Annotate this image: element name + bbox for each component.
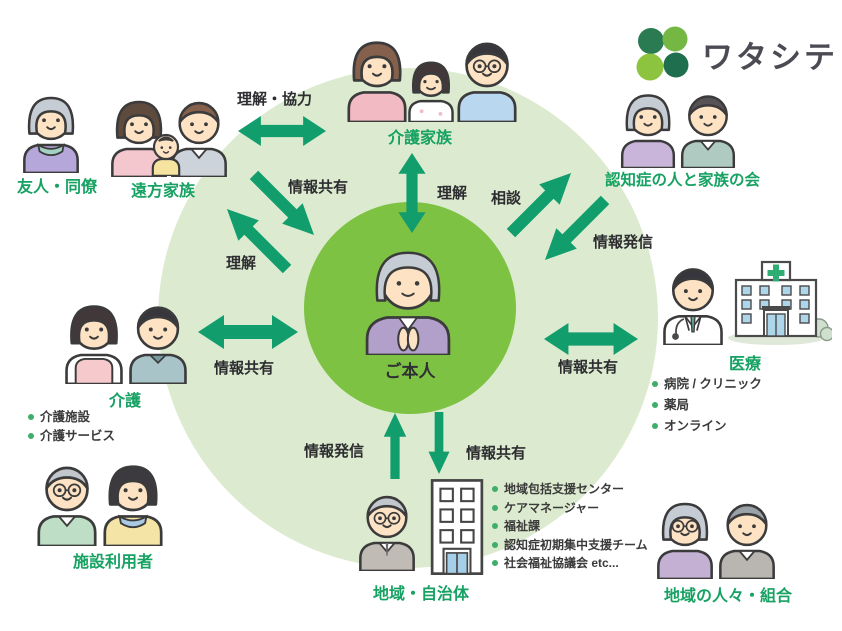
logo-clover-icon (636, 26, 689, 81)
caregiving-family-illustration (342, 28, 522, 122)
hospital-icon (726, 256, 832, 346)
arrow-medical-info-sharing (544, 323, 638, 355)
care-bullet-list: 介護施設 介護サービス (28, 408, 115, 446)
center-person-illustration (358, 230, 458, 355)
medical-bullet: 病院 / クリニック (652, 374, 762, 395)
dementia-association-label: 認知症の人と家族の会 (604, 172, 760, 189)
facility-users-label: 施設利用者 (72, 554, 153, 571)
community-label: 地域の人々・組合 (663, 588, 792, 605)
municipality-bullet: 社会福祉協議会 etc... (492, 554, 648, 573)
care-staff-illustration (60, 292, 192, 384)
arrow-label-municipality-info-out: 情報発信 (304, 443, 365, 460)
distant-family-illustration (106, 88, 232, 177)
arrow-label-medical-info-sharing: 情報共有 (558, 359, 619, 376)
facility-users-illustration (32, 452, 168, 546)
municipality-label: 地域・自治体 (372, 586, 469, 603)
care-bullet: 介護施設 (28, 408, 115, 427)
arrow-association-info (544, 195, 610, 261)
baby-illustration (151, 133, 181, 176)
arrow-association-consult (506, 172, 572, 238)
caregiving-family-label: 介護家族 (387, 130, 452, 147)
care-label: 介護 (108, 393, 141, 410)
arrow-label-family-understanding: 理解 (437, 185, 468, 202)
friends-label: 友人・同僚 (16, 179, 97, 196)
arrow-distant-understanding (226, 208, 292, 274)
community-illustration (652, 490, 780, 579)
arrow-distant-info-sharing (249, 170, 315, 236)
municipality-bullet: 福祉課 (492, 517, 648, 536)
medical-bullet: 薬局 (652, 395, 762, 416)
municipality-official-illustration (354, 482, 420, 571)
care-bullet: 介護サービス (28, 427, 115, 446)
municipality-bullet-list: 地域包括支援センター ケアマネージャー 福祉課 認知症初期集中支援チーム 社会福… (492, 480, 648, 573)
municipal-building-icon (428, 476, 486, 576)
arrow-label-association-consult: 相談 (491, 190, 522, 207)
brand-logo: ワタシテ (636, 26, 838, 82)
arrow-municipality-info-in (428, 412, 450, 474)
center-label: ご本人 (384, 362, 436, 381)
arrow-family-understanding (398, 153, 426, 233)
medical-bullet-list: 病院 / クリニック 薬局 オンライン (652, 374, 762, 437)
arrow-label-municipality-info-in: 情報共有 (466, 445, 527, 462)
medical-label: 医療 (728, 356, 761, 373)
arrow-family-cooperation (238, 116, 326, 146)
arrow-label-distant-info-sharing: 情報共有 (288, 179, 349, 196)
doctor-illustration (658, 254, 728, 345)
friends-illustration (18, 84, 84, 173)
arrow-label-care-info-sharing: 情報共有 (214, 360, 275, 377)
municipality-bullet: ケアマネージャー (492, 499, 648, 518)
dementia-association-illustration (616, 82, 740, 168)
arrow-care-info-sharing (198, 315, 298, 349)
distant-family-label: 遠方家族 (130, 183, 195, 200)
arrow-label-association-info: 情報発信 (593, 234, 654, 251)
arrow-label-family-cooperation: 理解・協力 (237, 91, 313, 108)
arrow-label-distant-understanding: 理解 (226, 255, 257, 272)
municipality-bullet: 認知症初期集中支援チーム (492, 536, 648, 555)
brand-name: ワタシテ (702, 39, 838, 75)
medical-bullet: オンライン (652, 416, 762, 437)
arrow-municipality-info-out (383, 413, 407, 479)
municipality-bullet: 地域包括支援センター (492, 480, 648, 499)
